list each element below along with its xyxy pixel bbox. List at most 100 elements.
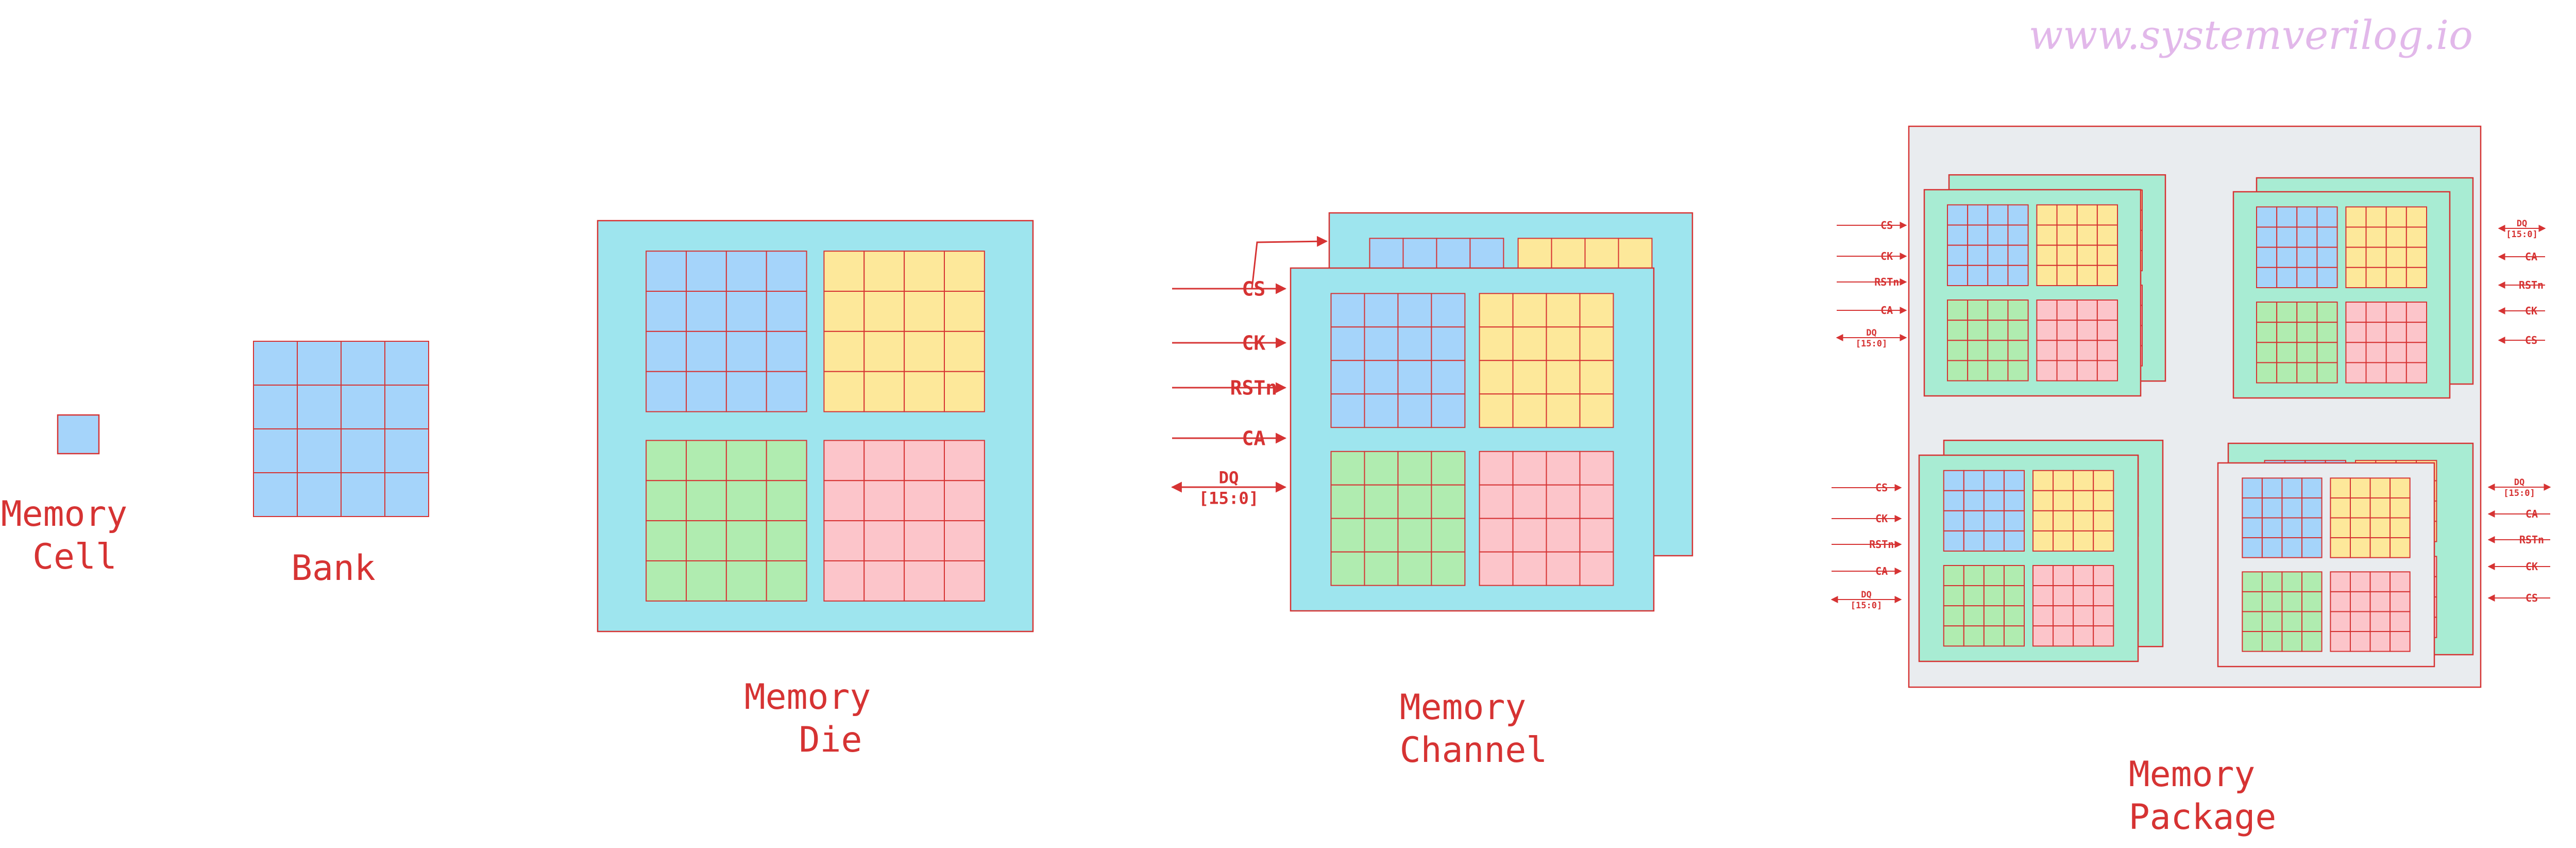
memory-cell bbox=[2316, 226, 2338, 248]
bank-figure bbox=[253, 341, 429, 517]
memory-cell bbox=[1479, 326, 1514, 361]
memory-cell bbox=[2261, 611, 2283, 633]
memory-cell bbox=[2345, 322, 2367, 343]
memory-cell bbox=[2261, 571, 2283, 592]
memory-cell bbox=[2349, 537, 2371, 558]
package-die-bottom-right-front bbox=[2217, 462, 2435, 668]
memory-cell bbox=[1479, 551, 1514, 586]
bank-yellow bbox=[2032, 470, 2114, 552]
memory-cell bbox=[1330, 551, 1365, 586]
memory-cell bbox=[1987, 224, 2009, 246]
memory-cell bbox=[646, 480, 687, 522]
package-channel-top-left bbox=[1923, 174, 2166, 397]
memory-cell bbox=[1947, 300, 1969, 321]
memory-cell bbox=[766, 291, 807, 332]
signal-label-dq-range: [15:0] bbox=[1856, 339, 1887, 349]
memory-cell bbox=[2056, 204, 2078, 226]
memory-cell bbox=[1967, 340, 1989, 361]
memory-cell bbox=[2389, 477, 2411, 498]
memory-cell bbox=[1987, 204, 2009, 226]
memory-cell bbox=[2276, 226, 2298, 248]
memory-cell bbox=[2276, 246, 2298, 268]
signal-arrow bbox=[1251, 236, 1328, 289]
memory-cell bbox=[253, 428, 298, 473]
memory-cell bbox=[253, 472, 298, 517]
memory-cell bbox=[766, 440, 807, 481]
memory-cell bbox=[2073, 510, 2094, 531]
memory-cell bbox=[2032, 565, 2054, 587]
memory-cell bbox=[2365, 342, 2387, 363]
memory-cell bbox=[2365, 246, 2387, 268]
signal-label-ca: CA bbox=[2526, 508, 2538, 520]
memory-cell bbox=[863, 560, 905, 602]
signal-label-dq: DQ bbox=[1861, 590, 1871, 600]
memory-cell bbox=[2073, 605, 2094, 627]
memory-cell bbox=[2281, 517, 2303, 539]
memory-cell bbox=[2345, 302, 2367, 323]
memory-cell bbox=[2076, 340, 2098, 361]
signal-label-dq-range: [15:0] bbox=[2506, 229, 2537, 240]
memory-cell bbox=[2096, 204, 2119, 226]
memory-cell bbox=[904, 520, 945, 561]
memory-cell bbox=[2316, 267, 2338, 288]
memory-die-figure bbox=[597, 220, 1034, 633]
memory-cell bbox=[1983, 565, 2005, 587]
memory-cell bbox=[1546, 551, 1581, 586]
memory-cell bbox=[2330, 571, 2351, 592]
memory-cell bbox=[2316, 206, 2338, 228]
memory-cell bbox=[2096, 360, 2119, 381]
memory-cell bbox=[2256, 302, 2278, 323]
memory-cell bbox=[2007, 264, 2029, 286]
memory-cell bbox=[1579, 360, 1614, 395]
memory-cell bbox=[2365, 206, 2387, 228]
bank-blue bbox=[2256, 206, 2338, 288]
memory-cell bbox=[1546, 326, 1581, 361]
memory-cell bbox=[863, 480, 905, 522]
memory-cell bbox=[2076, 300, 2098, 321]
memory-cell bbox=[2345, 267, 2367, 288]
memory-cell bbox=[1947, 244, 1969, 266]
memory-cell bbox=[2003, 585, 2025, 607]
memory-cell bbox=[1983, 510, 2005, 531]
memory-cell bbox=[1479, 484, 1514, 519]
memory-cell bbox=[863, 440, 905, 481]
signal-label-cs: CS bbox=[2525, 334, 2537, 346]
bank-blue bbox=[1943, 470, 2025, 552]
memory-cell bbox=[2385, 342, 2407, 363]
memory-cell bbox=[2093, 605, 2114, 627]
memory-cell bbox=[686, 251, 727, 292]
memory-cell-figure bbox=[57, 414, 100, 455]
memory-cell bbox=[2276, 362, 2298, 384]
memory-cell bbox=[2405, 206, 2428, 228]
memory-cell bbox=[943, 330, 985, 372]
memory-cell bbox=[1987, 244, 2009, 266]
memory-cell bbox=[341, 472, 385, 517]
memory-cell bbox=[1436, 238, 1471, 273]
memory-cell bbox=[2385, 246, 2407, 268]
memory-cell bbox=[2073, 490, 2094, 511]
memory-cell bbox=[2349, 571, 2371, 592]
memory-cell bbox=[2330, 591, 2351, 612]
memory-cell bbox=[1330, 326, 1365, 361]
memory-cell bbox=[2003, 605, 2025, 627]
memory-cell bbox=[1330, 518, 1365, 553]
memory-cell bbox=[384, 385, 429, 429]
memory-cell bbox=[2405, 226, 2428, 248]
bank-blue bbox=[646, 251, 807, 412]
memory-cell bbox=[1584, 238, 1619, 273]
memory-cell bbox=[2032, 585, 2054, 607]
memory-cell bbox=[2301, 537, 2323, 558]
memory-cell bbox=[2385, 322, 2407, 343]
memory-cell bbox=[2003, 625, 2025, 647]
memory-cell bbox=[2369, 571, 2391, 592]
memory-cell bbox=[1987, 360, 2009, 381]
memory-cell bbox=[2281, 537, 2303, 558]
signal-label-ck: CK bbox=[1242, 331, 1266, 354]
signal-label-rstn: RSTn bbox=[2519, 534, 2544, 546]
memory-cell bbox=[2301, 611, 2323, 633]
memory-cell bbox=[2281, 571, 2303, 592]
signal-label-dq-range: [15:0] bbox=[2503, 488, 2535, 498]
memory-cell bbox=[2242, 591, 2263, 612]
memory-cell bbox=[1963, 605, 1985, 627]
memory-cell bbox=[686, 371, 727, 412]
